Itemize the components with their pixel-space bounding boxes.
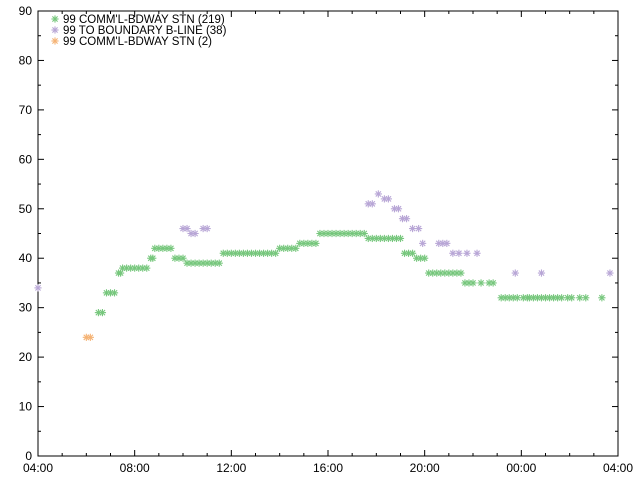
data-point	[576, 294, 584, 302]
data-point	[558, 294, 566, 302]
data-point	[34, 284, 42, 292]
y-tick-label: 60	[19, 152, 33, 166]
y-tick-label: 70	[19, 103, 33, 117]
x-axis: 04:00 08:00 12:00 16:00 20:00 00:00 04:00	[23, 11, 633, 475]
data-point	[568, 294, 576, 302]
x-tick-label: 04:00	[23, 461, 53, 475]
data-point	[360, 229, 368, 238]
data-point	[402, 215, 411, 223]
y-tick-label: 30	[19, 301, 33, 315]
data-point	[272, 249, 280, 257]
data-point	[394, 205, 403, 213]
data-point	[149, 254, 157, 262]
y-tick-label: 10	[19, 400, 33, 414]
data-point	[167, 244, 175, 252]
data-point	[408, 224, 417, 233]
data-point	[511, 269, 519, 277]
data-marks	[34, 190, 614, 341]
data-point	[215, 259, 223, 267]
data-point	[463, 249, 471, 257]
data-point	[582, 294, 590, 302]
data-point	[183, 224, 191, 233]
data-point	[292, 244, 300, 252]
data-point	[110, 289, 119, 297]
data-point	[408, 249, 417, 257]
legend: 99 COMM'L-BDWAY STN (219)99 TO BOUNDARY …	[51, 14, 227, 48]
data-point	[384, 195, 393, 203]
data-point	[368, 200, 376, 208]
y-tick-label: 0	[25, 449, 32, 463]
data-point	[374, 190, 382, 198]
data-point	[312, 239, 320, 247]
data-point	[455, 249, 463, 257]
legend-marker	[51, 37, 59, 45]
data-point	[86, 333, 94, 341]
data-point	[396, 234, 405, 243]
data-point	[191, 229, 199, 238]
data-point	[143, 264, 151, 272]
data-point	[473, 249, 481, 257]
x-tick-label: 08:00	[120, 461, 150, 475]
data-point	[477, 279, 485, 287]
y-tick-label: 90	[19, 4, 33, 18]
data-point	[98, 309, 107, 317]
series-3	[82, 333, 94, 341]
data-point	[606, 269, 614, 277]
data-point	[203, 224, 211, 233]
y-tick-label: 80	[19, 53, 33, 67]
y-tick-label: 20	[19, 350, 33, 364]
data-point	[489, 279, 497, 287]
data-point	[419, 239, 427, 247]
legend-label: 99 COMM'L-BDWAY STN (219)	[63, 14, 225, 26]
data-point	[598, 294, 606, 302]
series-2	[34, 190, 614, 292]
data-point	[513, 294, 521, 302]
x-tick-label: 20:00	[410, 461, 440, 475]
x-tick-label: 04:00	[603, 461, 633, 475]
legend-label: 99 TO BOUNDARY B-LINE (38)	[63, 25, 227, 37]
x-tick-label: 12:00	[216, 461, 246, 475]
data-point	[421, 254, 429, 262]
series-1	[94, 229, 606, 317]
data-point	[179, 254, 187, 262]
data-point	[415, 224, 423, 233]
data-point	[449, 249, 457, 257]
y-tick-label: 40	[19, 251, 33, 265]
x-tick-label: 16:00	[313, 461, 343, 475]
data-point	[457, 269, 465, 277]
data-point	[537, 269, 546, 277]
data-point	[443, 239, 451, 247]
legend-marker	[51, 15, 59, 23]
legend-label: 99 COMM'L-BDWAY STN (2)	[63, 36, 212, 48]
x-tick-label: 00:00	[506, 461, 536, 475]
legend-marker	[51, 26, 59, 34]
y-tick-label: 50	[19, 202, 33, 216]
data-point	[469, 279, 477, 287]
y-axis: 0 10 20 30 40 50 60 70 80 90	[19, 4, 618, 463]
